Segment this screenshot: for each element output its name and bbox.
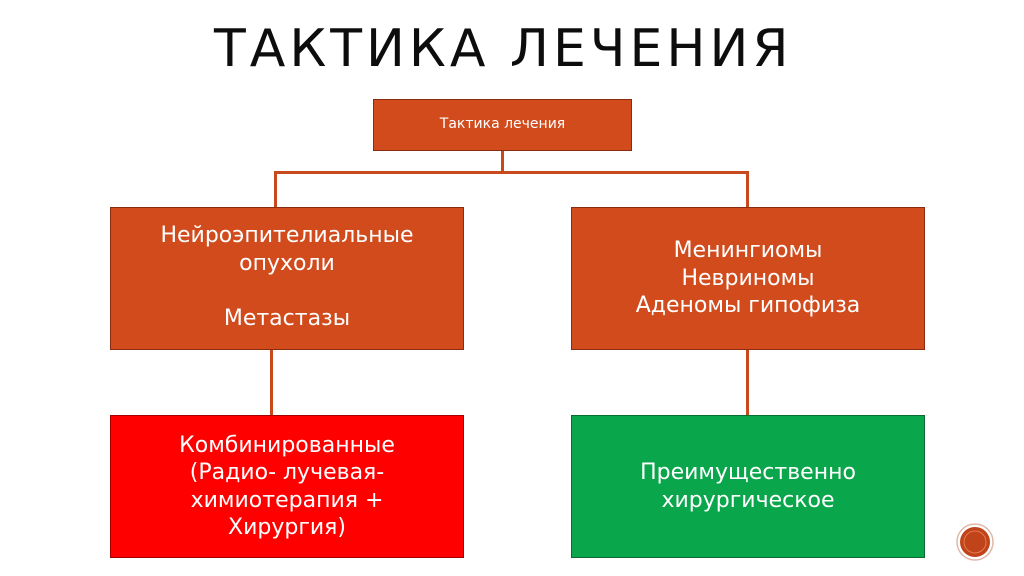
right-result-label: Преимущественно хирургическое bbox=[640, 460, 856, 513]
circular-logo-icon bbox=[955, 522, 995, 562]
right-result-box: Преимущественно хирургическое bbox=[571, 415, 925, 558]
root-node-label: Тактика лечения bbox=[439, 116, 566, 133]
slide-title: ТАКТИКА ЛЕЧЕНИЯ bbox=[214, 19, 793, 79]
connector-right-down bbox=[746, 171, 749, 207]
left-branch-box: Нейроэпителиальные опухоли Метастазы bbox=[110, 207, 464, 350]
root-node-box: Тактика лечения bbox=[373, 99, 632, 151]
connector-root-down bbox=[501, 151, 504, 173]
right-branch-box: Менингиомы Невриномы Аденомы гипофиза bbox=[571, 207, 925, 350]
left-branch-label: Нейроэпителиальные опухоли Метастазы bbox=[160, 223, 414, 331]
connector-right-to-result bbox=[746, 350, 749, 415]
connector-left-to-result bbox=[270, 350, 273, 415]
connector-left-down bbox=[274, 171, 277, 207]
right-branch-label: Менингиомы Невриномы Аденомы гипофиза bbox=[635, 238, 861, 319]
left-result-label: Комбинированные (Радио- лучевая- химиоте… bbox=[179, 432, 395, 541]
connector-horizontal bbox=[274, 171, 749, 174]
left-result-box: Комбинированные (Радио- лучевая- химиоте… bbox=[110, 415, 464, 558]
